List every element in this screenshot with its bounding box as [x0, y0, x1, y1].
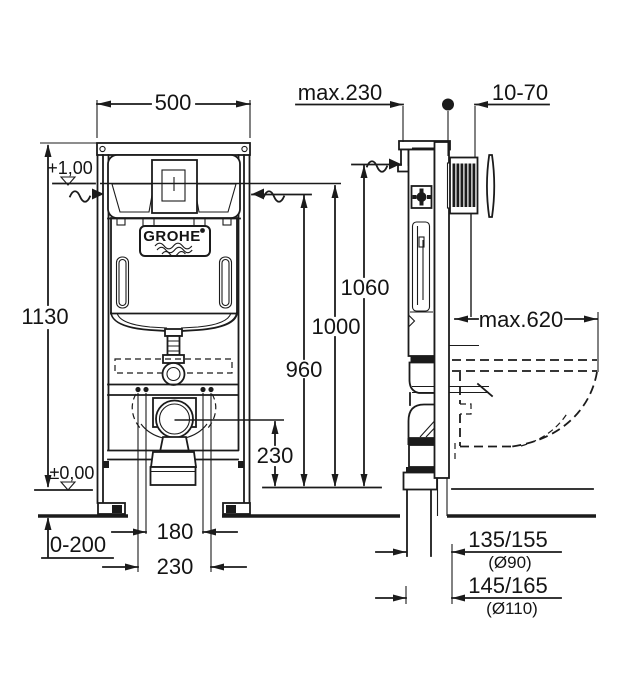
wall-cover-plate — [486, 154, 496, 218]
actuator-rib-icon — [452, 163, 476, 207]
dimensions: 500 1130 +1,00 ±0,00 — [21, 80, 599, 618]
dim-height-1000: 1000 — [312, 314, 361, 339]
dim-drain-inner: 180 — [157, 519, 194, 544]
label-pipe-90: (Ø90) — [488, 553, 531, 572]
dim-height-960: 960 — [286, 357, 323, 382]
wc-bowl-outline — [452, 359, 598, 461]
front-view: GROHE — [96, 142, 284, 572]
label-pipe-110: (Ø110) — [486, 599, 538, 618]
level-mark-plus100: +1,00 — [47, 158, 93, 178]
dim-drain-outer: 230 — [157, 554, 194, 579]
side-view — [397, 140, 598, 557]
dim-outlet-90: 135/155 — [468, 527, 548, 552]
wall-axis-dot-icon — [442, 98, 454, 111]
level-symbol-icon — [59, 176, 77, 186]
dim-bowl-projection: max.620 — [479, 307, 563, 332]
cistern — [107, 154, 241, 332]
frame-rails — [96, 154, 251, 515]
floor-lines — [38, 488, 596, 518]
dim-wall-depth: max.230 — [298, 80, 382, 105]
dim-outlet-center-height: 230 — [257, 443, 294, 468]
level-mark-zero: ±0,00 — [50, 463, 95, 483]
dim-foot-adjust: 0-200 — [50, 532, 106, 557]
dim-outlet-110: 145/165 — [468, 573, 548, 598]
wall-finish-arrow-icon — [68, 188, 104, 203]
dim-frame-width: 500 — [155, 90, 192, 115]
grohe-wave-icon — [154, 242, 193, 257]
wall-finish-arrow-icon — [351, 158, 402, 173]
dim-wall-finish: 10-70 — [492, 80, 548, 105]
grohe-logo: GROHE — [139, 225, 211, 257]
registered-mark-icon — [200, 228, 205, 233]
dim-height-1060: 1060 — [341, 275, 390, 300]
level-symbol-icon — [59, 481, 77, 491]
dim-frame-height: 1130 — [21, 304, 68, 329]
grohe-logo-text: GROHE — [143, 228, 201, 245]
wall-finish-arrow-icon — [251, 188, 312, 203]
flush-pipe — [162, 328, 185, 364]
